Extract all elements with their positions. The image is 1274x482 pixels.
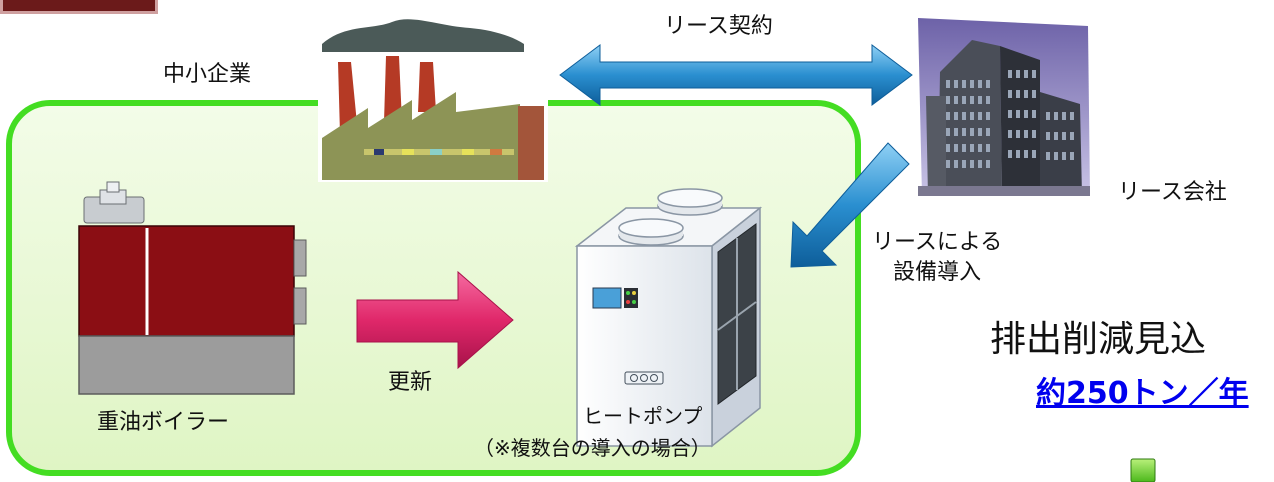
update-label: 更新: [388, 370, 433, 395]
green-square-icon: [1130, 458, 1156, 482]
heat-pump-note: （※複数台の導入の場合）: [474, 436, 711, 460]
heat-pump-icon: [574, 188, 763, 448]
heavy-oil-boiler-label: 重油ボイラー: [97, 410, 230, 435]
heat-pump-label: ヒートポンプ: [583, 404, 703, 428]
update-arrow: [356, 270, 514, 370]
lease-install-line1: リースによる: [872, 230, 1003, 255]
boiler-icon: [78, 181, 307, 395]
sme-label: 中小企業: [163, 62, 252, 87]
factory-icon: [318, 19, 548, 182]
emission-value[interactable]: 約250トン／年: [1036, 376, 1249, 411]
lease-install-arrow: [790, 142, 910, 268]
lease-contract-label: リース契約: [664, 14, 773, 39]
emission-reduction-label: 排出削減見込: [990, 319, 1207, 360]
lease-contract-arrow: [559, 44, 913, 106]
corner-tab: [0, 0, 158, 14]
office-building-icon: [918, 18, 1090, 196]
lease-company-label: リース会社: [1118, 180, 1227, 205]
lease-install-line2: 設備導入: [893, 259, 982, 285]
lease-install-label: リースによる 設備導入: [872, 228, 1002, 287]
